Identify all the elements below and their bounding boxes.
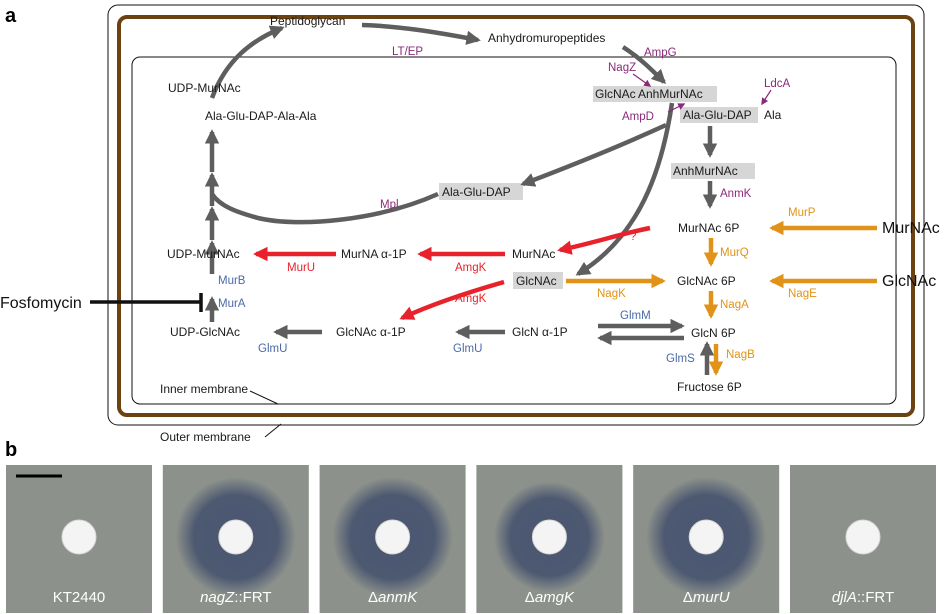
enzyme-glms: GlmS <box>666 353 695 365</box>
plate-2: nagZ::FRT <box>162 465 309 613</box>
panel-b-label: b <box>5 439 17 461</box>
strain-label: ΔamgK <box>525 589 575 606</box>
metabolite-anhydromuropeptides: Anhydromuropeptides <box>488 31 605 45</box>
fosfomycin-label: Fosfomycin <box>0 295 82 312</box>
pointer-nagz <box>632 73 652 87</box>
arrow-to-glcnac <box>575 102 675 276</box>
strain-label: KT2440 <box>53 589 106 606</box>
arrow-question <box>557 225 651 255</box>
external-glcnac: GlcNAc <box>882 273 936 290</box>
metabolite-glcn-1p: GlcN α-1P <box>512 325 568 339</box>
antibiotic-disc <box>845 519 881 555</box>
outer-membrane <box>117 15 915 417</box>
enzyme-murb: MurB <box>218 275 246 287</box>
strain-label: ΔmurU <box>683 589 730 606</box>
strain-label: nagZ::FRT <box>200 589 271 606</box>
enzyme-anmk: AnmK <box>720 188 752 200</box>
metabolite-glcnac-1p: GlcNAc α-1P <box>336 325 406 339</box>
plate-6: djlA::FRT <box>790 465 936 613</box>
enzyme-ampd: AmpD <box>622 111 654 123</box>
inner-membrane <box>131 56 897 405</box>
highlight-ala-glu-dap <box>439 183 523 200</box>
enzyme-ldca: LdcA <box>764 78 791 90</box>
arrow-mpl <box>210 191 439 225</box>
enzyme-nagk: NagK <box>597 288 626 300</box>
metabolite-udp-murnac: UDP-MurNAc <box>167 247 240 261</box>
metabolite-murna-1p: MurNA α-1P <box>341 247 407 261</box>
enzyme-glmu-udp: GlmU <box>258 343 287 355</box>
enzyme-glmu-acetyl: GlmU <box>453 343 482 355</box>
enzyme-lt-ep: LT/EP <box>392 46 423 58</box>
metabolite-udp-glcnac: UDP-GlcNAc <box>170 325 240 339</box>
enzyme-amgk-murnac: AmgK <box>455 262 487 274</box>
metabolite-pentapeptide: Ala-Glu-DAP-Ala-Ala <box>205 109 317 123</box>
metabolite-anhmurnac-part: AnhMurNAc <box>638 87 703 101</box>
arrow-peptidoglycan-to-anhydromuropeptides <box>361 22 481 45</box>
strain-label: djlA::FRT <box>832 589 894 606</box>
highlight-anhmurnac <box>671 163 755 179</box>
outer-membrane-label: Outer membrane <box>160 430 251 444</box>
plate-5: ΔmurU <box>633 465 780 613</box>
enzyme-amgk-glcnac: AmgK <box>455 293 487 305</box>
highlight-glcnac <box>513 272 563 289</box>
inner-membrane-pointer <box>249 390 279 405</box>
metabolite-anhmurnac: AnhMurNAc <box>673 164 738 178</box>
outer-membrane-pointer <box>264 423 282 438</box>
enzyme-nage: NagE <box>788 288 817 300</box>
antibiotic-disc <box>688 519 724 555</box>
metabolite-glcnac-part: GlcNAc <box>595 87 636 101</box>
highlight-tripeptide <box>680 107 758 123</box>
metabolite-ala-part: Ala <box>764 108 782 122</box>
cell-envelope-outline <box>107 4 925 426</box>
arrow-to-ala-glu-dap <box>520 122 667 187</box>
enzyme-muru: MurU <box>287 262 315 274</box>
metabolite-murnac: MurNAc <box>512 247 555 261</box>
inner-membrane-label: Inner membrane <box>160 382 248 396</box>
enzyme-murq: MurQ <box>720 247 749 259</box>
arrow-udp-to-peptidoglycan <box>209 25 285 99</box>
metabolite-fructose-6p: Fructose 6P <box>677 380 742 394</box>
antibiotic-disc <box>218 519 254 555</box>
strain-label: ΔanmK <box>368 589 418 606</box>
enzyme-nagb: NagB <box>726 349 755 361</box>
antibiotic-disc <box>61 519 97 555</box>
metabolite-glcnac: GlcNAc <box>516 274 557 288</box>
plate-1: KT2440 <box>6 465 152 613</box>
external-murnac: MurNAc <box>882 220 940 237</box>
metabolite-glcn-6p: GlcN 6P <box>691 326 736 340</box>
metabolite-ala-glu-dap: Ala-Glu-DAP <box>442 185 511 199</box>
enzyme-mpl: Mpl <box>380 199 399 211</box>
enzyme-mura: MurA <box>218 298 246 310</box>
plate-row: KT2440 nagZ::FRT ΔanmK ΔamgK ΔmurU djlA::FRT <box>6 465 936 613</box>
pointer-ampd <box>667 103 686 113</box>
antibiotic-disc <box>375 519 411 555</box>
plate-4: ΔamgK <box>476 465 623 613</box>
arrow-ampg-transport <box>621 45 667 85</box>
plate-3: ΔanmK <box>319 465 466 613</box>
enzyme-nagz: NagZ <box>608 62 636 74</box>
enzyme-murp: MurP <box>788 207 816 219</box>
highlight-glcnac-anhmurnac <box>593 86 717 102</box>
enzyme-ampg: AmpG <box>644 47 677 59</box>
panel-a-label: a <box>5 5 17 27</box>
metabolite-tripeptide-part: Ala-Glu-DAP <box>683 108 752 122</box>
enzyme-naga: NagA <box>720 299 749 311</box>
arrow-amgk-glcnac <box>399 279 505 321</box>
pointer-ldca <box>761 89 772 106</box>
metabolite-udp-murnac-pentapeptide: UDP-MurNAc <box>168 81 241 95</box>
metabolite-glcnac-6p: GlcNAc 6P <box>677 274 736 288</box>
antibiotic-disc <box>531 519 567 555</box>
enzyme-unknown: ? <box>630 231 636 243</box>
metabolite-murnac-6p: MurNAc 6P <box>678 221 739 235</box>
enzyme-glmm: GlmM <box>620 310 651 322</box>
metabolite-peptidoglycan: Peptidoglycan <box>270 14 345 28</box>
